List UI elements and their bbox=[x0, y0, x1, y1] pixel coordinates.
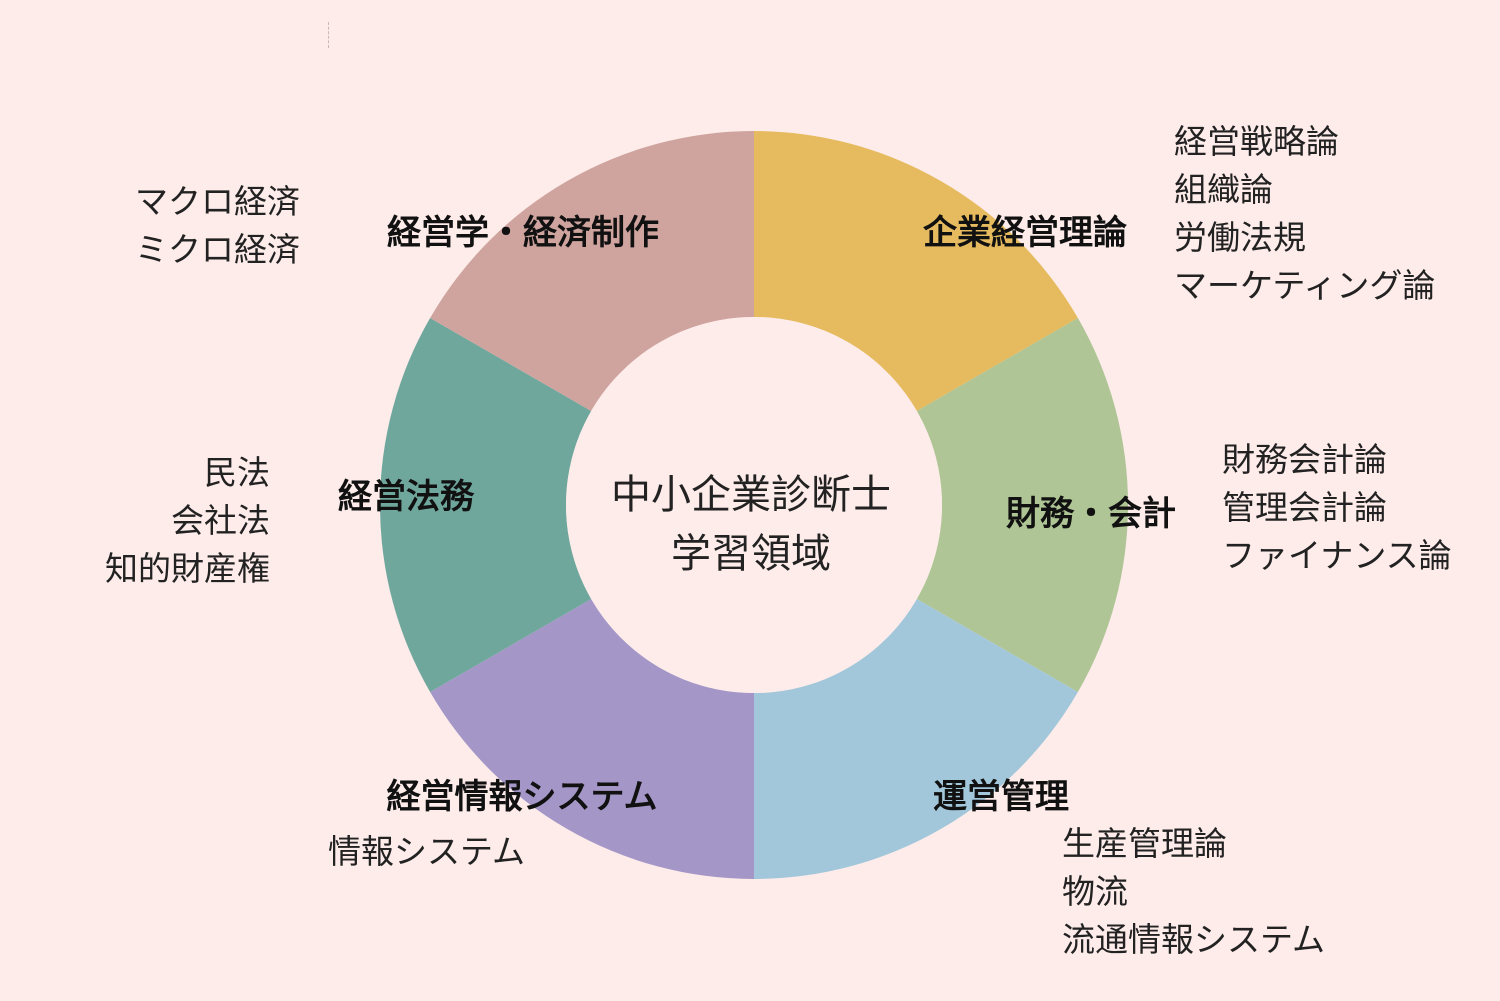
segment-label-keiei-joho-system: 経営情報システム bbox=[387, 777, 658, 817]
topic-item: 民法 bbox=[204, 453, 270, 492]
topic-item: 財務会計論 bbox=[1222, 440, 1387, 479]
center-hole bbox=[566, 317, 942, 693]
segment-keiei-joho-system[interactable] bbox=[430, 599, 754, 879]
segment-label-zaimu-kaikei: 財務・会計 bbox=[1006, 494, 1176, 534]
topic-item: マーケティング論 bbox=[1174, 266, 1436, 305]
topic-list-keiei-homu: 民法 会社法 知的財産権 bbox=[105, 449, 270, 593]
topic-item: 会社法 bbox=[171, 501, 270, 540]
topic-item: 物流 bbox=[1062, 872, 1128, 911]
topic-item: 経営戦略論 bbox=[1174, 122, 1339, 161]
topic-item: 労働法規 bbox=[1174, 218, 1306, 257]
topic-list-keizai: マクロ経済 ミクロ経済 bbox=[135, 178, 300, 274]
topic-item: ファイナンス論 bbox=[1222, 536, 1452, 575]
topic-item: 生産管理論 bbox=[1062, 824, 1227, 863]
topic-item: 管理会計論 bbox=[1222, 488, 1387, 527]
topic-item: マクロ経済 bbox=[135, 182, 300, 221]
topic-item: ミクロ経済 bbox=[135, 230, 300, 269]
segment-kigyo-keiei-riron[interactable] bbox=[754, 131, 1078, 411]
center-title-line2: 学習領域 bbox=[671, 531, 831, 577]
topic-item: 流通情報システム bbox=[1062, 920, 1326, 959]
topic-list-unei-kanri: 生産管理論 物流 流通情報システム bbox=[1062, 820, 1325, 964]
segment-label-unei-kanri: 運営管理 bbox=[933, 777, 1069, 817]
topic-item: 組織論 bbox=[1174, 170, 1273, 209]
segment-unei-kanri[interactable] bbox=[754, 599, 1078, 879]
topic-item: 知的財産権 bbox=[105, 549, 270, 588]
topic-list-kigyo-keiei-riron: 経営戦略論 組織論 労働法規 マーケティング論 bbox=[1174, 118, 1435, 310]
decorative-tick bbox=[328, 22, 330, 48]
center-title-line1: 中小企業診断士 bbox=[611, 472, 891, 518]
topic-list-keiei-joho-system: 情報システム bbox=[328, 828, 525, 876]
segment-keiei-homu[interactable] bbox=[380, 318, 592, 692]
topic-list-zaimu-kaikei: 財務会計論 管理会計論 ファイナンス論 bbox=[1222, 436, 1452, 580]
segment-label-keizai: 経営学・経済制作 bbox=[387, 213, 659, 253]
segment-label-kigyo-keiei-riron: 企業経営理論 bbox=[923, 213, 1127, 253]
segment-keizai[interactable] bbox=[430, 131, 754, 411]
segment-zaimu-kaikei[interactable] bbox=[916, 318, 1128, 692]
segment-label-keiei-homu: 経営法務 bbox=[338, 477, 475, 517]
topic-item: 情報システム bbox=[328, 832, 526, 871]
